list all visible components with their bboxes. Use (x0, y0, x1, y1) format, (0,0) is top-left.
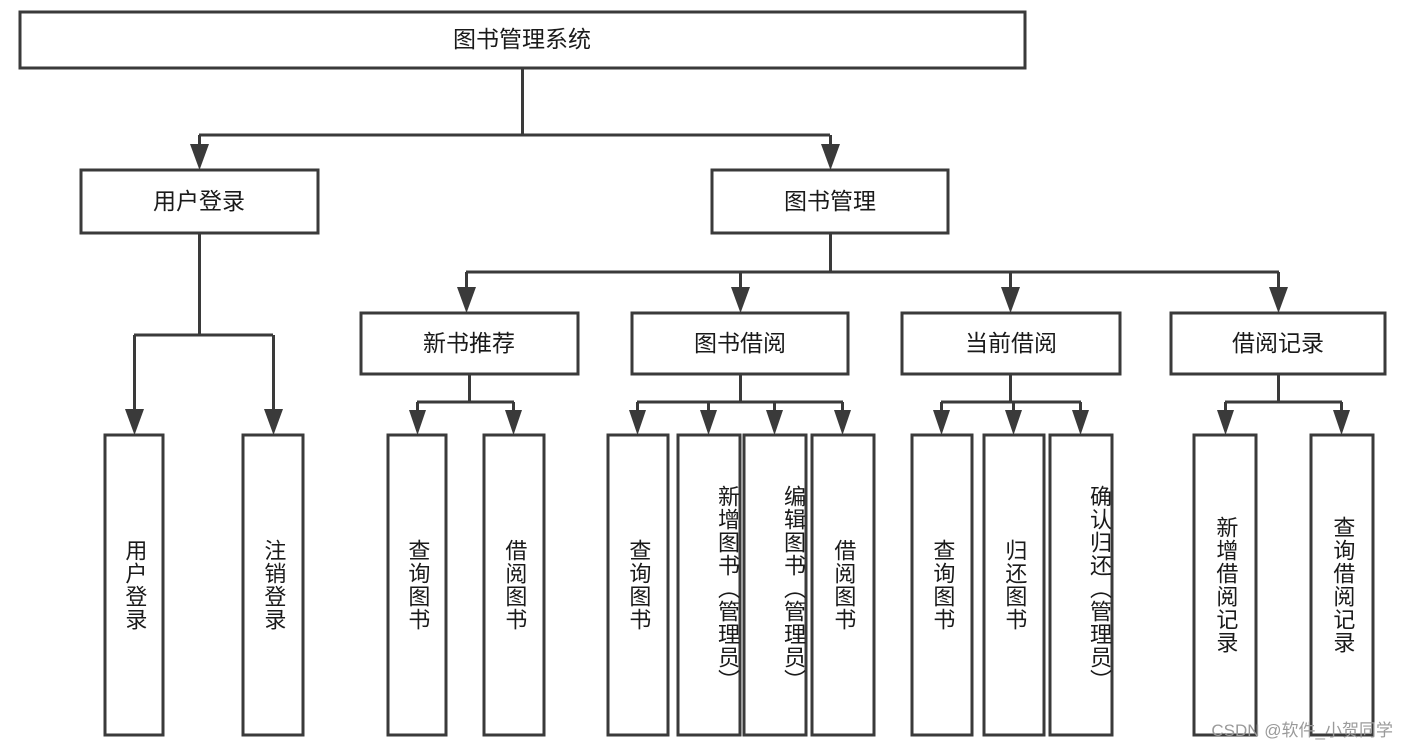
arrow-leaf-query-book-1-icon (409, 410, 426, 435)
leaf-query-record-box[interactable] (1309, 433, 1375, 737)
arrow-to-current-borrow-icon (1001, 287, 1020, 313)
leaf-add-book-box[interactable] (676, 433, 742, 737)
node-book-borrow-label: 图书借阅 (694, 330, 786, 356)
arrow-leaf-query-record-icon (1333, 410, 1350, 435)
leaf-logout-login-box[interactable] (241, 433, 305, 737)
leaf-confirm-return-box[interactable] (1048, 433, 1114, 737)
watermark-text: CSDN @软件_小贺同学 (1211, 721, 1393, 740)
node-root-label: 图书管理系统 (453, 26, 591, 52)
arrow-leaf-confirm-return-icon (1072, 410, 1089, 435)
arrow-leaf-add-record-icon (1217, 410, 1234, 435)
node-book-borrow-box (630, 311, 850, 376)
leaf-boxes (103, 433, 1375, 737)
node-current-borrow-label: 当前借阅 (965, 330, 1057, 356)
leaf-borrow-book-2-box[interactable] (810, 433, 876, 737)
arrow-to-book-borrow-icon (731, 287, 750, 313)
edges-book-borrow-to-leaves (629, 374, 851, 435)
node-book-manage-box (710, 168, 950, 235)
node-user-login-label: 用户登录 (153, 188, 245, 214)
node-current-borrow[interactable]: 当前借阅 (900, 311, 1122, 376)
leaf-add-record-box[interactable] (1192, 433, 1258, 737)
node-new-book-recommend-label: 新书推荐 (423, 330, 515, 356)
arrow-leaf-logout-login-icon (264, 409, 283, 435)
arrow-to-user-login-icon (190, 144, 209, 170)
leaf-query-book-2-box[interactable] (606, 433, 670, 737)
edges-current-borrow-to-leaves (933, 374, 1089, 435)
leaf-query-book-1-box[interactable] (386, 433, 448, 737)
node-borrow-record-box (1169, 311, 1387, 376)
edges-root-to-level2 (190, 68, 840, 170)
edges-new-book-recommend-to-leaves (409, 374, 522, 435)
edges-user-login-to-leaves (125, 233, 283, 435)
leaf-user-login-box[interactable] (103, 433, 165, 737)
node-current-borrow-box (900, 311, 1122, 376)
edges-book-manage-to-level3 (457, 233, 1288, 313)
arrow-leaf-return-book-icon (1005, 410, 1022, 435)
leaf-edit-book-box[interactable] (742, 433, 808, 737)
node-root-box (18, 10, 1027, 70)
node-book-borrow[interactable]: 图书借阅 (630, 311, 850, 376)
arrow-leaf-query-book-2-icon (629, 410, 646, 435)
arrow-to-borrow-record-icon (1269, 287, 1288, 313)
arrow-leaf-borrow-book-1-icon (505, 410, 522, 435)
arrow-leaf-query-book-3-icon (933, 410, 950, 435)
node-book-manage[interactable]: 图书管理 (710, 168, 950, 235)
arrow-leaf-add-book-icon (700, 410, 717, 435)
leaf-borrow-book-1-box[interactable] (482, 433, 546, 737)
node-root[interactable]: 图书管理系统 (18, 10, 1027, 70)
arrow-leaf-edit-book-icon (766, 410, 783, 435)
edges-borrow-record-to-leaves (1217, 374, 1350, 435)
node-new-book-recommend[interactable]: 新书推荐 (359, 311, 580, 376)
leaf-query-book-3-box[interactable] (910, 433, 974, 737)
node-book-manage-label: 图书管理 (784, 188, 876, 214)
arrow-to-new-book-recommend-icon (457, 287, 476, 313)
node-borrow-record-label: 借阅记录 (1232, 330, 1324, 356)
node-new-book-recommend-box (359, 311, 580, 376)
node-borrow-record[interactable]: 借阅记录 (1169, 311, 1387, 376)
node-user-login[interactable]: 用户登录 (79, 168, 320, 235)
arrow-leaf-borrow-book-2-icon (834, 410, 851, 435)
arrow-to-book-manage-icon (821, 144, 840, 170)
arrow-leaf-user-login-icon (125, 409, 144, 435)
leaf-return-book-box[interactable] (982, 433, 1046, 737)
